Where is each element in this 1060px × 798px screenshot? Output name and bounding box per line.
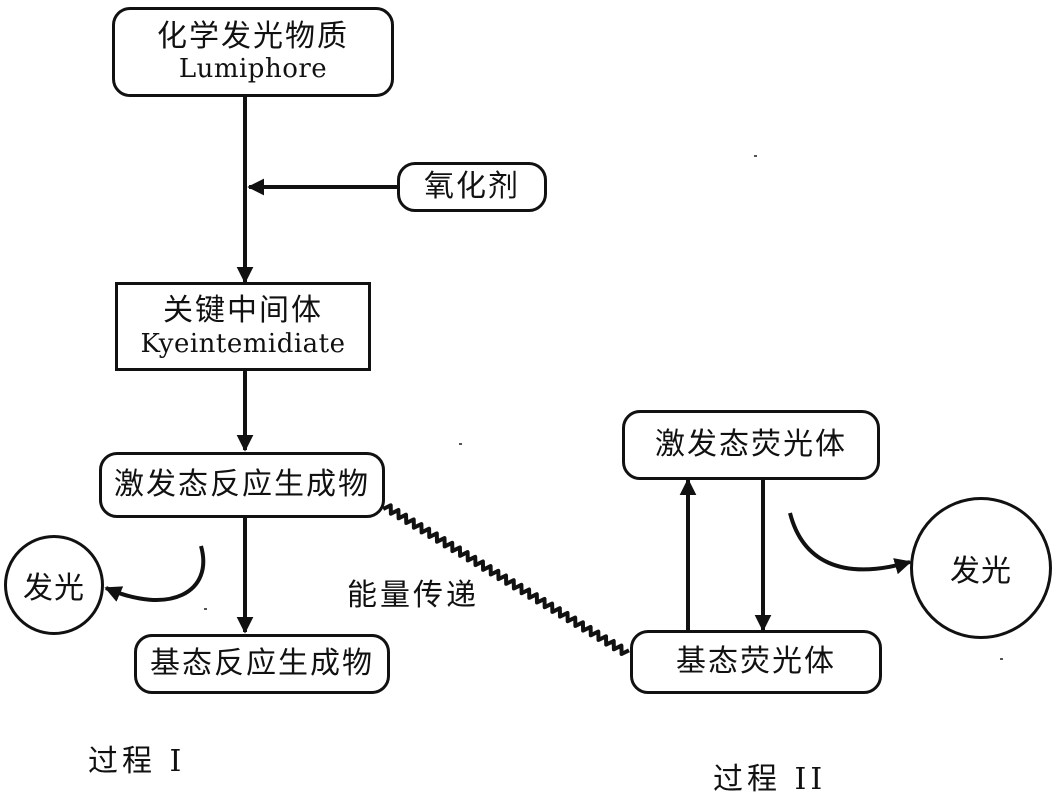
emission-curve-right (788, 512, 912, 575)
scan-speck (204, 608, 207, 610)
node-ground-fluor: 基态荧光体 (630, 630, 882, 694)
node-ground-product: 基态反应生成物 (134, 634, 390, 694)
node-excited-fluor-zh: 激发态荧光体 (655, 427, 847, 463)
label-energy-transfer: 能量传递 (347, 578, 479, 613)
scan-speck (1000, 658, 1003, 660)
node-ground-product-zh: 基态反应生成物 (150, 646, 374, 682)
node-lumiphore-en: Lumiphore (178, 54, 328, 85)
energy-transfer-wavy-line (382, 503, 630, 656)
node-ground-fluor-zh: 基态荧光体 (676, 644, 836, 680)
scan-speck (754, 155, 757, 157)
node-key-intermediate-zh: 关键中间体 (163, 293, 323, 329)
node-emission-left-zh: 发光 (23, 571, 85, 606)
scan-speck (459, 443, 462, 445)
node-excited-product: 激发态反应生成物 (99, 452, 385, 518)
node-emission-left: 发光 (4, 535, 104, 635)
node-emission-right: 发光 (910, 497, 1052, 639)
label-process-2: 过程 II (713, 762, 827, 797)
node-lumiphore: 化学发光物质 Lumiphore (112, 7, 394, 97)
node-key-intermediate-en: Kyeintemidiate (140, 328, 346, 359)
node-key-intermediate: 关键中间体 Kyeintemidiate (115, 282, 371, 371)
emission-curve-left (104, 545, 206, 602)
node-excited-fluor: 激发态荧光体 (622, 410, 880, 480)
node-lumiphore-zh: 化学发光物质 (157, 18, 349, 54)
label-process-1: 过程 I (88, 744, 186, 779)
node-emission-right-zh: 发光 (950, 554, 1012, 589)
node-oxidant: 氧化剂 (397, 162, 547, 212)
node-excited-product-zh: 激发态反应生成物 (114, 467, 370, 503)
node-oxidant-zh: 氧化剂 (424, 169, 520, 205)
